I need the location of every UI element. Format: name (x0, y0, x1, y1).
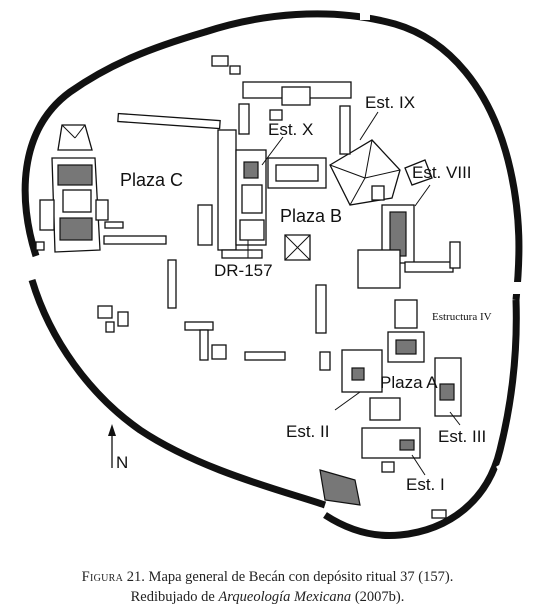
plaza-a-structures (319, 349, 462, 473)
label-plaza-a: Plaza A (380, 373, 438, 392)
plaza-b-pyramid (284, 234, 311, 261)
north-label: N (116, 453, 128, 472)
plaza-c-structures (35, 124, 167, 253)
label-estructura-iv: Estructura IV (432, 311, 492, 323)
moat-wall (21, 4, 523, 540)
label-est-i: Est. I (406, 475, 445, 494)
estructura-iv (387, 299, 425, 363)
label-est-iii: Est. III (438, 427, 486, 446)
figure-caption-line1: Figura 21. Mapa general de Becán con dep… (0, 568, 535, 587)
est-viii-complex (357, 159, 461, 289)
label-est-x: Est. X (268, 120, 313, 139)
caption-line1-text: 21. Mapa general de Becán con depósito r… (126, 569, 454, 585)
label-plaza-b: Plaza B (280, 206, 342, 226)
label-est-ii: Est. II (286, 422, 329, 441)
caption-line2-suffix: (2007b). (351, 589, 405, 605)
est-x-complex (197, 129, 327, 259)
site-map: Plaza C Plaza B Plaza A Est. X Est. IX E… (21, 4, 523, 540)
caption-line2-prefix: Redibujado de (130, 589, 219, 605)
caption-source-title: Arqueología Mexicana (218, 589, 352, 605)
label-est-ix: Est. IX (365, 93, 415, 112)
leader-lines (247, 111, 461, 476)
minor-structures (97, 259, 447, 519)
figure-word: Figura (81, 569, 124, 585)
label-est-viii: Est. VIII (412, 163, 472, 182)
north-arrow: N (108, 424, 128, 472)
label-dr-157: DR-157 (214, 261, 273, 280)
north-structures (117, 55, 352, 135)
figure-caption-line2: Redibujado de Arqueología Mexicana (2007… (0, 588, 535, 607)
label-plaza-c: Plaza C (120, 170, 183, 190)
est-ix-pyramid (329, 105, 401, 206)
